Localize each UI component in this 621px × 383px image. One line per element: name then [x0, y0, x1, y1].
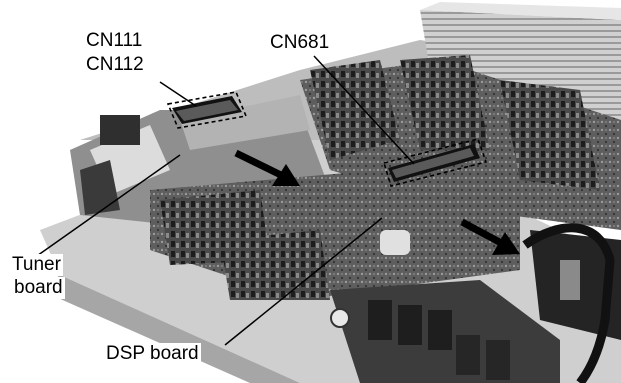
arrow-dsp-board: [460, 218, 520, 255]
leader-cn681: [313, 55, 415, 165]
label-cn112: CN112: [84, 54, 146, 76]
leader-tuner: [33, 154, 181, 259]
leader-lines: [33, 55, 415, 346]
leader-dsp: [224, 217, 383, 346]
label-dsp-board: DSP board: [104, 343, 201, 365]
amplifier-board: [300, 55, 621, 230]
side-module: [522, 223, 621, 383]
connector-cn681: [382, 138, 488, 187]
arrow-tuner-board: [234, 149, 300, 186]
label-tuner-line2: board: [12, 277, 65, 299]
connector-cn111-cn112: [166, 91, 248, 129]
label-cn681: CN681: [268, 32, 332, 54]
label-tuner-line1: Tuner: [10, 254, 63, 276]
leader-cn111: [159, 81, 197, 107]
label-cn111: CN111: [84, 30, 145, 52]
rear-terminals: [330, 280, 560, 383]
